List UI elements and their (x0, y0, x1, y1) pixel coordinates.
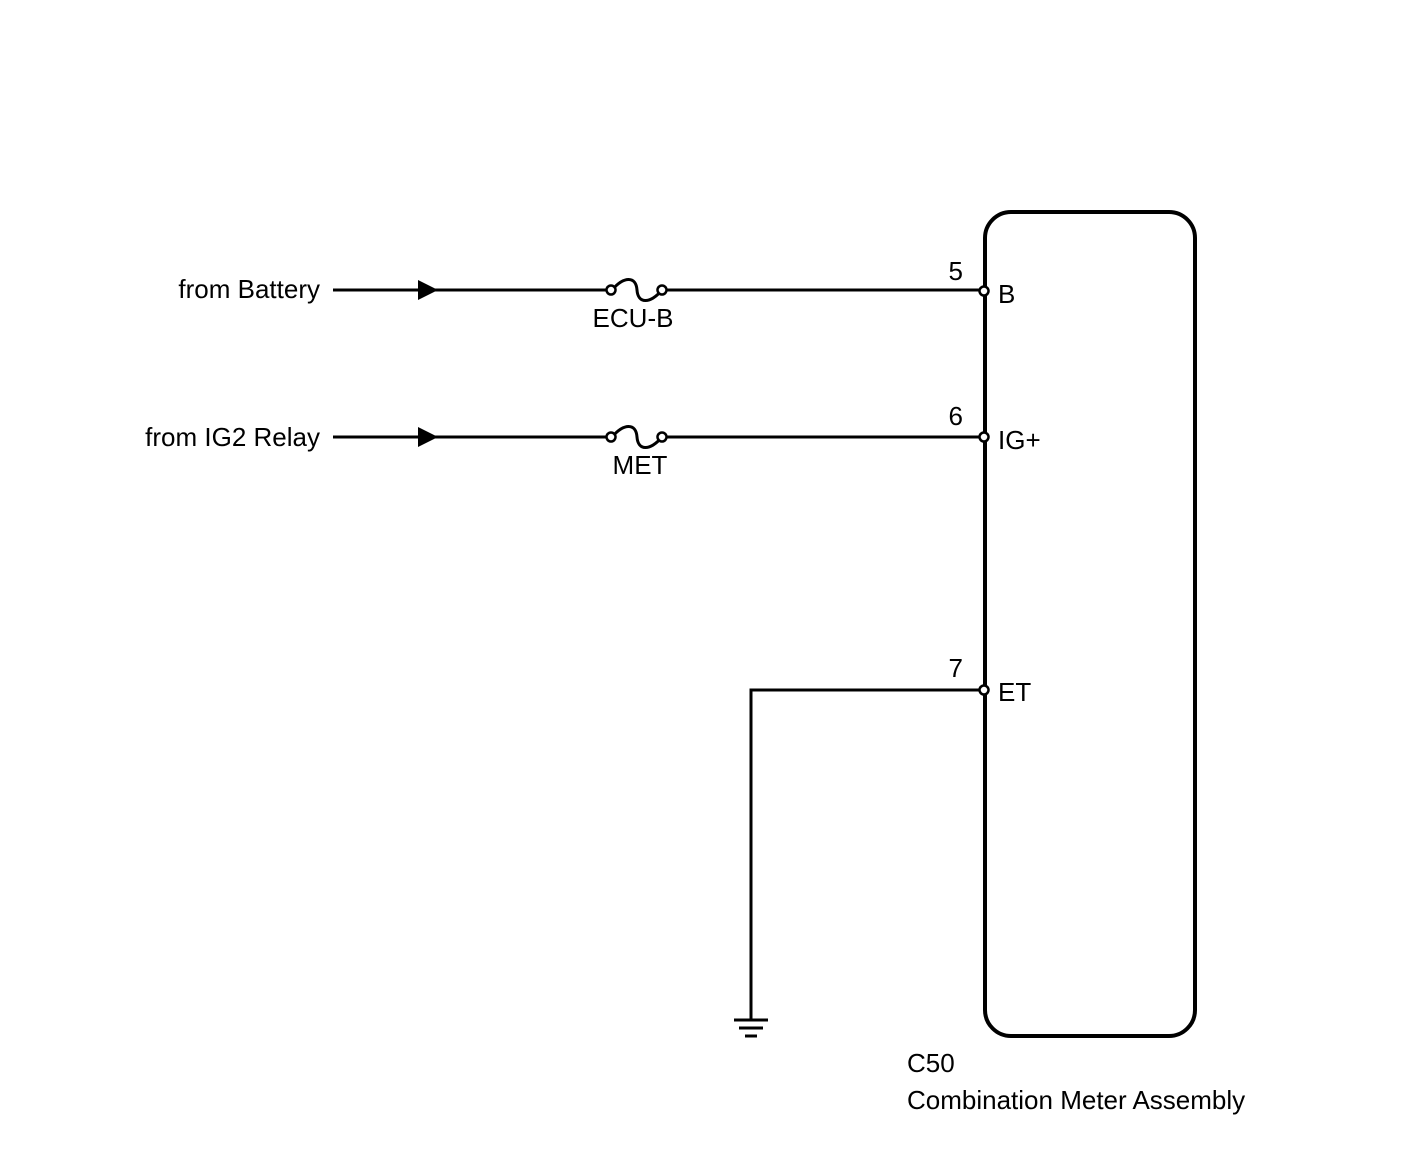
component-name: Combination Meter Assembly (907, 1085, 1245, 1115)
pin-name-ig-plus: IG+ (998, 425, 1041, 455)
met-fuse-terminal-left (605, 431, 617, 443)
pin-number-6: 6 (949, 401, 963, 431)
component-code: C50 (907, 1048, 955, 1078)
fuse-label-ecu-b: ECU-B (593, 303, 674, 333)
ground-wire (749, 688, 980, 1020)
ecu-b-fuse-icon (610, 278, 664, 302)
ecu-b-fuse-terminal-right (656, 284, 668, 296)
battery-arrow-icon (418, 280, 438, 300)
source-label-battery: from Battery (178, 274, 320, 304)
pin-number-5: 5 (949, 256, 963, 286)
ecu-b-fuse-terminal-left (605, 284, 617, 296)
ig2-arrow-icon (418, 427, 438, 447)
combination-meter-box (983, 210, 1197, 1038)
pin-6-terminal (978, 431, 990, 443)
pin-7-terminal (978, 684, 990, 696)
pin-5-terminal (978, 285, 990, 297)
source-label-ig2-relay: from IG2 Relay (145, 422, 320, 452)
pin-name-et: ET (998, 677, 1031, 707)
met-fuse-terminal-right (656, 431, 668, 443)
pin-name-b: B (998, 279, 1015, 309)
met-fuse-icon (610, 425, 664, 449)
fuse-label-met: MET (613, 450, 668, 480)
ground-icon (734, 1018, 768, 1038)
pin-number-7: 7 (949, 653, 963, 683)
